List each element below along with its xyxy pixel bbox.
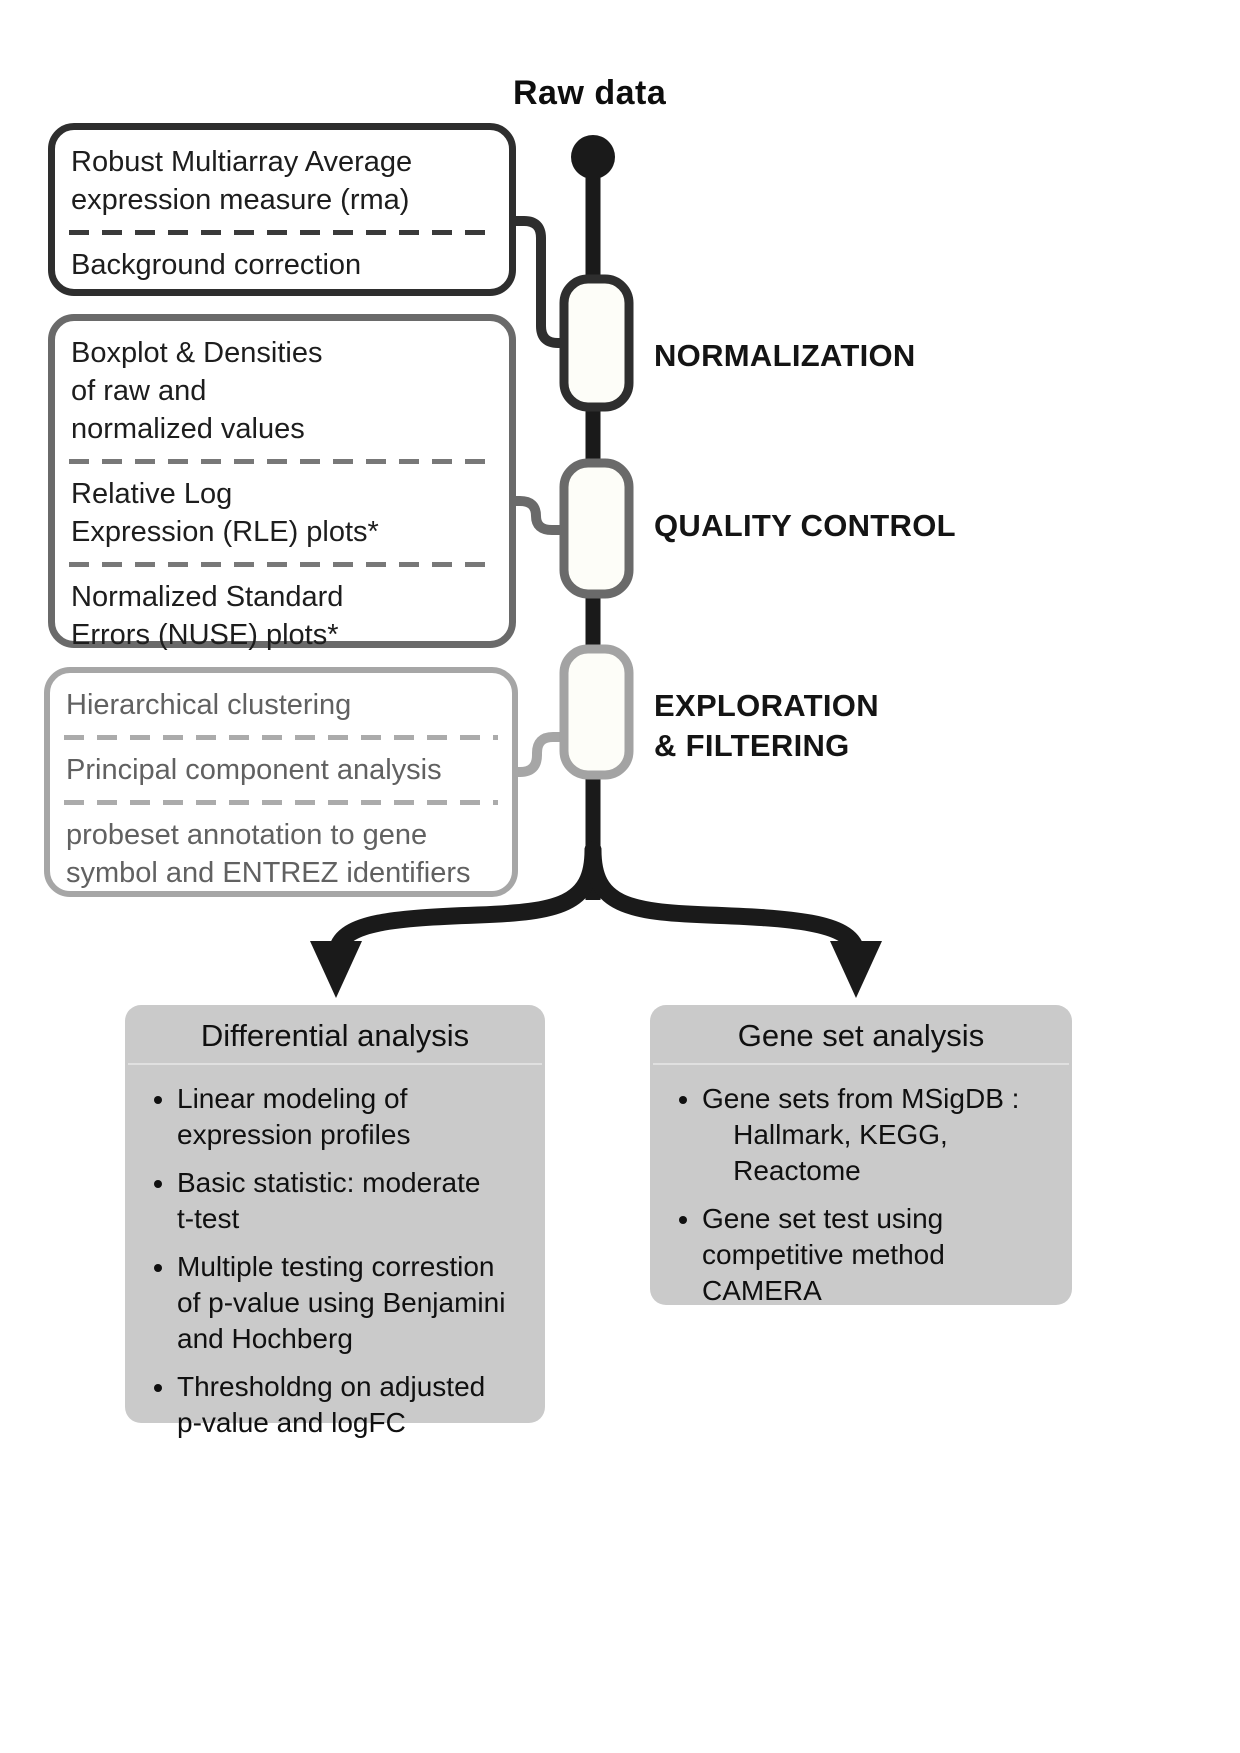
qc-method-nuse: Normalized Standard Errors (NUSE) plots* <box>71 581 344 651</box>
branch-left-arrowhead <box>310 941 362 998</box>
gene-set-analysis-title: Gene set analysis <box>653 1005 1069 1065</box>
list-item: Basic statistic: moderate t-test <box>177 1165 529 1237</box>
dashed-divider <box>69 230 495 235</box>
normalization-box: Robust Multiarray Average expression mea… <box>48 123 516 296</box>
stage-label-quality-control: QUALITY CONTROL <box>654 508 956 543</box>
exploration-method-clustering: Hierarchical clustering <box>66 689 352 721</box>
exploration-method-annotation: probeset annotation to gene symbol and E… <box>66 819 471 889</box>
list-item: Multiple testing correstion of p-value u… <box>177 1249 529 1357</box>
list-item: Gene sets from MSigDB : Hallmark, KEGG, … <box>702 1081 1056 1189</box>
list-item: Linear modeling of expression profiles <box>177 1081 529 1153</box>
gene-set-analysis-box: Gene set analysis Gene sets from MSigDB … <box>650 1005 1072 1306</box>
dashed-divider <box>64 735 498 740</box>
qc-method-rle: Relative Log Expression (RLE) plots* <box>71 478 379 548</box>
dashed-divider <box>69 562 495 567</box>
node-exploration-filtering <box>559 644 634 780</box>
quality-control-box: Boxplot & Densities of raw and normalize… <box>48 314 516 651</box>
branch-left <box>328 841 602 959</box>
connector-quality-control <box>507 496 573 535</box>
raw-data-dot <box>571 135 615 179</box>
connector-normalization <box>507 216 573 348</box>
connector-exploration <box>507 732 573 777</box>
gene-set-analysis-list: Gene sets from MSigDB : Hallmark, KEGG, … <box>650 1081 1072 1309</box>
differential-analysis-title: Differential analysis <box>128 1005 542 1065</box>
exploration-filtering-box: Hierarchical clustering Principal compon… <box>44 667 518 897</box>
normalization-method-rma: Robust Multiarray Average expression mea… <box>71 146 413 216</box>
exploration-method-pca: Principal component analysis <box>66 754 442 786</box>
list-item: Gene set test using competitive method C… <box>702 1201 1056 1309</box>
dashed-divider <box>69 459 495 464</box>
list-item: Thresholdng on adjusted p-value and logF… <box>177 1369 529 1441</box>
normalization-method-background: Background correction <box>71 249 362 281</box>
raw-data-label: Raw data <box>513 74 667 112</box>
branch-right-arrowhead <box>830 941 882 998</box>
branch-right <box>584 841 865 959</box>
differential-analysis-box: Differential analysis Linear modeling of… <box>125 1005 545 1438</box>
dashed-divider <box>64 800 498 805</box>
node-normalization <box>559 274 634 412</box>
stage-label-exploration-filtering: EXPLORATION & FILTERING <box>654 688 879 763</box>
stage-label-normalization: NORMALIZATION <box>654 338 916 373</box>
differential-analysis-list: Linear modeling of expression profiles B… <box>125 1081 545 1441</box>
node-quality-control <box>559 458 634 599</box>
qc-method-boxplot: Boxplot & Densities of raw and normalize… <box>71 337 323 445</box>
